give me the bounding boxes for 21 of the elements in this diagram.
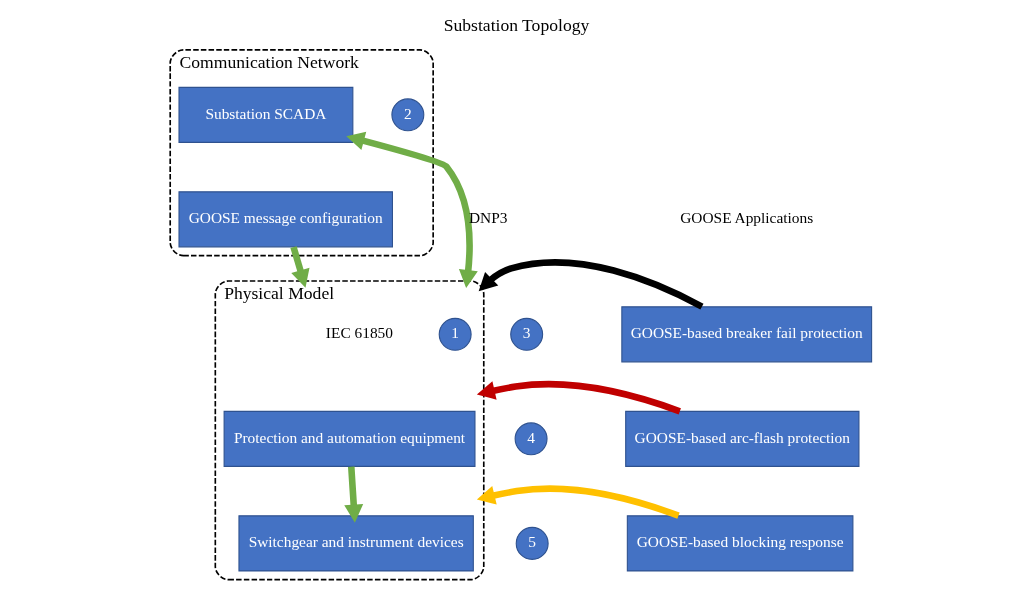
node-box: GOOSE-based arc-flash protection [624,410,859,467]
node-circle: 1 [438,317,472,351]
node-box: GOOSE-based breaker fail protection [620,306,872,363]
node-circle: 2 [390,98,424,132]
edge-label: IEC 61850 [325,324,393,342]
node-circle: 5 [515,526,549,560]
node-circle: 3 [509,317,543,351]
arrow [476,485,680,519]
node-box: Switchgear and instrument devices [237,515,474,572]
arrow [345,131,478,288]
diagram-title: Substation Topology [443,15,589,35]
node-box: GOOSE message configuration [177,191,393,248]
node-box: Protection and automation equipment [223,410,476,467]
arrow [343,466,363,523]
node-circle: 4 [514,422,548,456]
arrow [289,246,309,288]
node-box: Substation SCADA [177,86,353,143]
node-box: GOOSE-based blocking response [626,515,853,572]
arrow [478,259,703,310]
arrow [476,380,681,415]
label: GOOSE Applications [679,209,813,227]
